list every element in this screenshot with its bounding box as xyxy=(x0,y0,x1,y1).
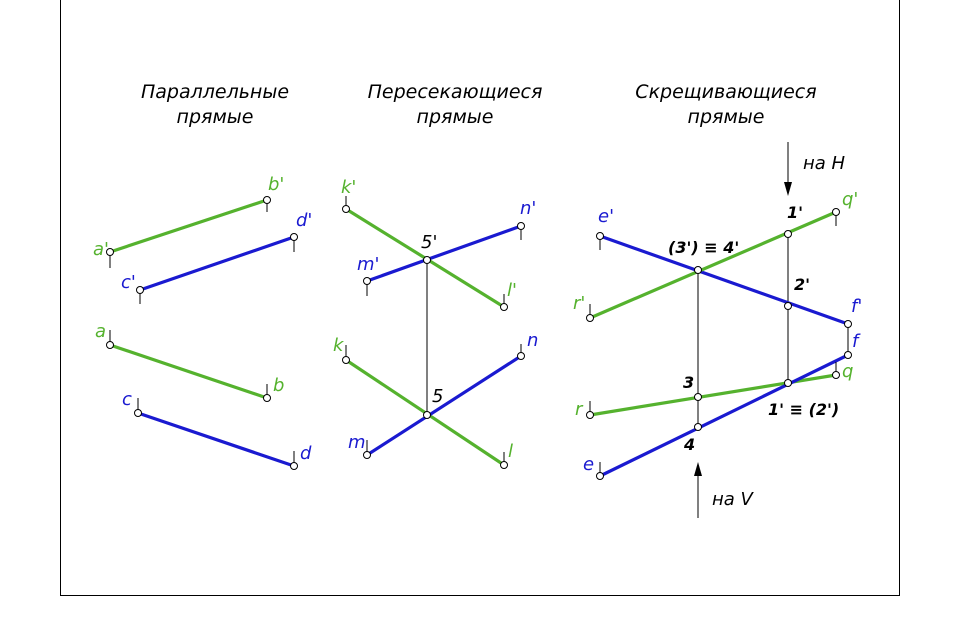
title-skew-2: прямые xyxy=(688,106,765,128)
label-b: b xyxy=(273,375,284,396)
label-arrow-h: на Н xyxy=(803,153,846,174)
label-r-prime: r' xyxy=(573,293,585,314)
label-c: c xyxy=(122,389,132,410)
drawing-frame xyxy=(60,0,900,596)
label-a: a xyxy=(95,321,106,342)
label-c-prime: c' xyxy=(121,272,136,293)
label-3-eq-4-prime: (3') ≡ 4' xyxy=(668,238,739,257)
label-4: 4 xyxy=(683,435,695,454)
label-5-prime: 5' xyxy=(421,232,437,253)
label-arrow-v: на V xyxy=(712,489,755,510)
label-r: r xyxy=(575,399,584,420)
label-l-prime: l' xyxy=(507,280,517,301)
label-k: k xyxy=(333,335,345,356)
title-parallel-1: Параллельные xyxy=(141,81,289,103)
line-c-prime-d-prime xyxy=(138,235,296,292)
line-c-d xyxy=(136,411,296,468)
line-m-prime-n-prime xyxy=(365,224,523,283)
line-a-b xyxy=(108,343,269,400)
label-3: 3 xyxy=(683,373,694,392)
title-intersecting-2: прямые xyxy=(417,106,494,128)
arrow-to-v xyxy=(694,462,702,518)
line-a-prime-b-prime xyxy=(108,198,269,254)
title-intersecting-1: Пересекающиеся xyxy=(368,81,543,103)
label-e: e xyxy=(583,454,594,475)
line-r-prime-q-prime xyxy=(588,210,838,320)
label-q: q xyxy=(842,361,853,382)
label-d: d xyxy=(300,443,312,464)
line-e-f xyxy=(598,353,850,478)
line-m-n xyxy=(365,354,523,457)
label-1-prime: 1' xyxy=(787,203,803,222)
arrow-to-h xyxy=(784,142,792,196)
label-a-prime: a' xyxy=(93,239,109,260)
label-b-prime: b' xyxy=(268,174,284,195)
points-skew xyxy=(586,208,852,480)
label-5: 5 xyxy=(432,386,443,407)
label-1-eq-2: 1' ≡ (2') xyxy=(768,400,839,419)
label-k-prime: k' xyxy=(341,177,356,198)
label-m-prime: m' xyxy=(357,254,379,275)
label-n: n xyxy=(527,330,538,351)
title-skew-1: Скрещивающиеся xyxy=(635,81,816,103)
label-e-prime: e' xyxy=(598,206,614,227)
label-2-prime: 2' xyxy=(794,275,810,294)
label-d-prime: d' xyxy=(296,210,312,231)
label-l: l xyxy=(508,441,513,462)
title-parallel-2: прямые xyxy=(177,106,254,128)
label-n-prime: n' xyxy=(520,198,536,219)
ticks-parallel xyxy=(109,200,295,466)
label-f-prime: f' xyxy=(851,296,862,317)
label-q-prime: q' xyxy=(842,189,858,210)
label-m: m xyxy=(348,432,366,453)
points-intersecting xyxy=(342,205,525,469)
points-parallel xyxy=(106,196,298,470)
label-f: f xyxy=(852,331,861,352)
line-e-prime-f-prime xyxy=(598,234,850,326)
